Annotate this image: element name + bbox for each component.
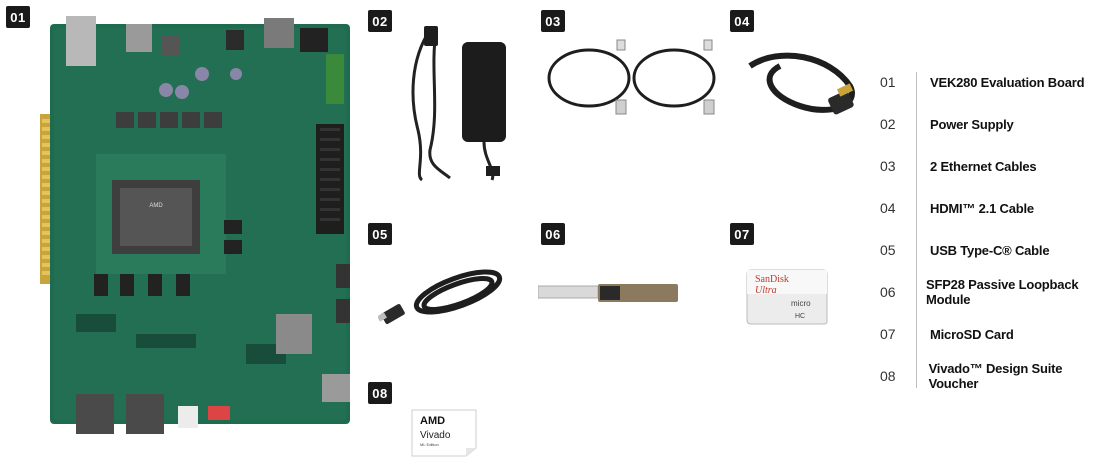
legend-number: 01 [880,74,896,90]
voucher-product-label: Vivado [420,430,451,441]
legend-label: HDMI™ 2.1 Cable [930,200,1034,216]
badge-05: 05 [368,223,392,245]
legend-label: Vivado™ Design Suite Voucher [928,361,1063,391]
legend-number: 02 [880,116,896,132]
legend-label: 2 Ethernet Cables [930,158,1037,174]
vivado-voucher-image: AMD Vivado ML Edition [410,408,478,458]
sd-type-label: micro [791,299,811,308]
badge-04: 04 [730,10,754,32]
power-supply-image [400,20,530,185]
voucher-edition-label: ML Edition [420,442,439,447]
legend-row: 06 SFP28 Passive Loopback Module [880,277,1110,307]
usb-c-cable-image [378,262,508,330]
legend-row: 02 Power Supply [880,114,1014,134]
legend-row: 05 USB Type-C® Cable [880,240,1050,260]
sd-line-label: Ultra [755,285,777,296]
legend-number: 03 [880,158,896,174]
chip-brand-label: AMD [149,203,163,209]
badge-02: 02 [368,10,392,32]
badge-07: 07 [730,223,754,245]
hdmi-cable-image [740,46,862,130]
badge-06: 06 [541,223,565,245]
legend-row: 08 Vivado™ Design Suite Voucher [880,361,1110,391]
legend-label: VEK280 Evaluation Board [930,74,1085,90]
legend-row: 01 VEK280 Evaluation Board [880,72,1085,92]
legend-number: 08 [880,368,896,384]
badge-03: 03 [541,10,565,32]
legend-label: MicroSD Card [930,326,1014,342]
legend-row: 07 MicroSD Card [880,324,1014,344]
legend-label: SFP28 Passive Loopback Module [925,277,1079,307]
evaluation-board-image: AMD [36,14,358,436]
legend-row: 03 2 Ethernet Cables [880,156,1037,176]
sd-brand-label: SanDisk [755,274,789,285]
legend-number: 07 [880,326,896,342]
badge-01: 01 [6,6,30,28]
voucher-brand-label: AMD [420,415,445,427]
microsd-card-image: SanDisk Ultra micro HC [745,268,829,326]
legend-label: USB Type-C® Cable [930,242,1050,258]
sfp28-module-image [538,282,684,304]
legend-number: 06 [880,284,896,300]
legend-divider [916,72,917,388]
legend-row: 04 HDMI™ 2.1 Cable [880,198,1034,218]
legend-number: 05 [880,242,896,258]
ethernet-cables-image [544,38,724,116]
legend-label: Power Supply [930,116,1014,132]
sd-hc-label: HC [795,313,805,320]
legend-number: 04 [880,200,896,216]
badge-08: 08 [368,382,392,404]
